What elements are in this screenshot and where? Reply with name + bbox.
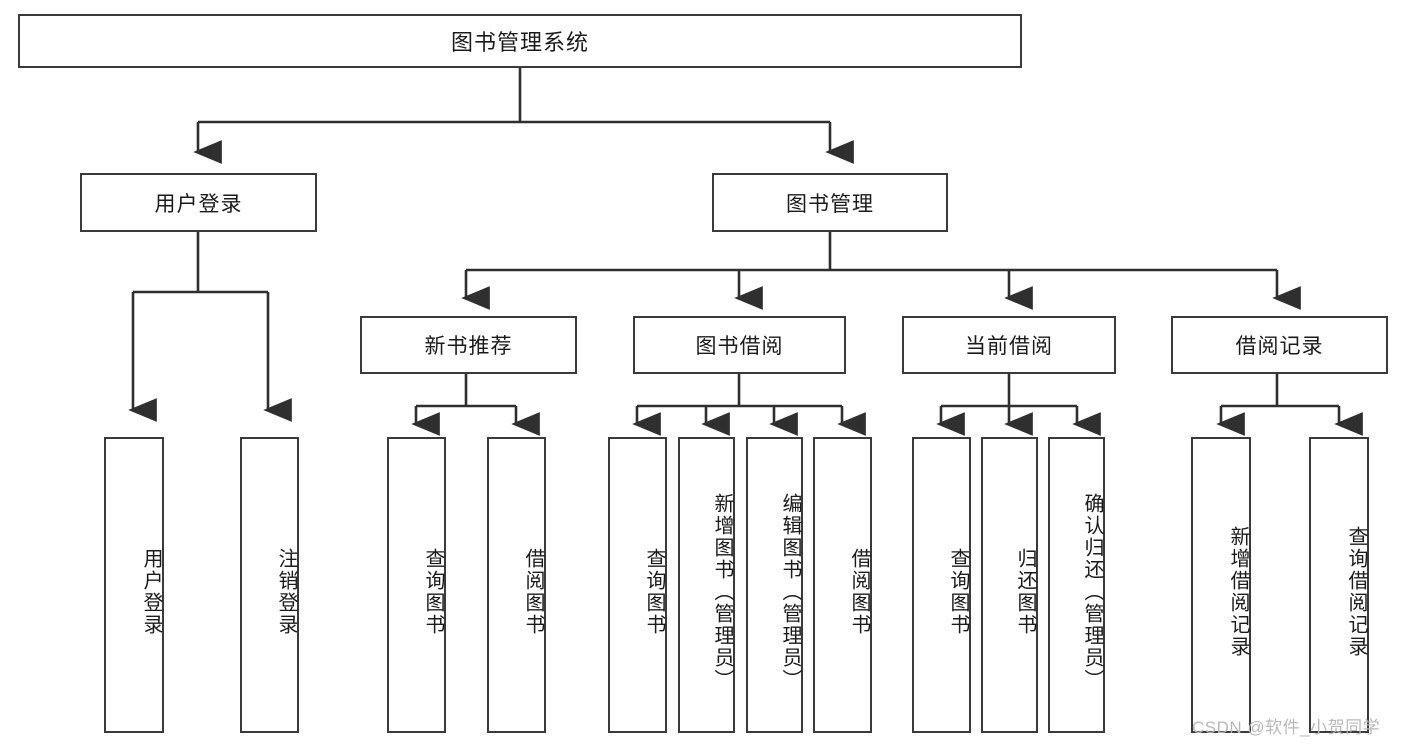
node-leaf-edit-book[interactable]: 编辑图书（管理员）	[746, 437, 803, 733]
node-label: 查询图书	[643, 548, 665, 636]
node-label: 新书推荐	[424, 335, 513, 358]
node-current-borrow[interactable]: 当前借阅	[902, 316, 1116, 374]
node-label: 借阅图书	[848, 548, 870, 636]
node-label: 编辑图书（管理员）	[779, 493, 801, 691]
node-borrow-record[interactable]: 借阅记录	[1171, 316, 1388, 374]
node-leaf-add-record[interactable]: 新增借阅记录	[1191, 437, 1251, 733]
node-label: 归还图书	[1014, 548, 1036, 636]
node-label: 新增图书（管理员）	[711, 493, 733, 691]
node-label: 图书管理	[786, 192, 874, 216]
node-label: 注销登录	[275, 548, 297, 636]
node-leaf-logout-login[interactable]: 注销登录	[240, 437, 299, 733]
node-leaf-borrow-book-1[interactable]: 借阅图书	[487, 437, 546, 733]
node-label: 图书借阅	[695, 335, 784, 358]
node-label: 查询图书	[422, 548, 444, 636]
node-leaf-query-book-1[interactable]: 查询图书	[387, 437, 446, 733]
node-root-system[interactable]: 图书管理系统	[18, 14, 1022, 68]
node-label: 查询借阅记录	[1345, 526, 1367, 658]
watermark-text: CSDN @软件_小贺同学	[1192, 718, 1381, 737]
node-label: 用户登录	[140, 548, 162, 636]
node-label: 当前借阅	[965, 335, 1053, 358]
node-leaf-query-book-2[interactable]: 查询图书	[608, 437, 667, 733]
node-label: 新增借阅记录	[1227, 526, 1249, 658]
node-label: 借阅记录	[1235, 335, 1324, 358]
node-leaf-add-book[interactable]: 新增图书（管理员）	[678, 437, 735, 733]
node-label: 借阅图书	[522, 548, 544, 636]
node-leaf-borrow-book-2[interactable]: 借阅图书	[813, 437, 872, 733]
node-book-borrow[interactable]: 图书借阅	[633, 316, 846, 374]
node-leaf-confirm-return[interactable]: 确认归还（管理员）	[1048, 437, 1105, 733]
node-label: 确认归还（管理员）	[1081, 493, 1103, 691]
node-leaf-query-record[interactable]: 查询借阅记录	[1309, 437, 1369, 733]
node-leaf-user-login[interactable]: 用户登录	[104, 437, 164, 733]
node-leaf-return-book[interactable]: 归还图书	[981, 437, 1038, 733]
node-user-login[interactable]: 用户登录	[80, 173, 317, 232]
node-label: 查询图书	[947, 548, 969, 636]
node-label: 用户登录	[154, 192, 243, 216]
node-leaf-query-book-3[interactable]: 查询图书	[912, 437, 971, 733]
node-new-book-recommend[interactable]: 新书推荐	[360, 316, 577, 374]
node-label: 图书管理系统	[450, 30, 589, 55]
node-book-management[interactable]: 图书管理	[712, 173, 948, 232]
